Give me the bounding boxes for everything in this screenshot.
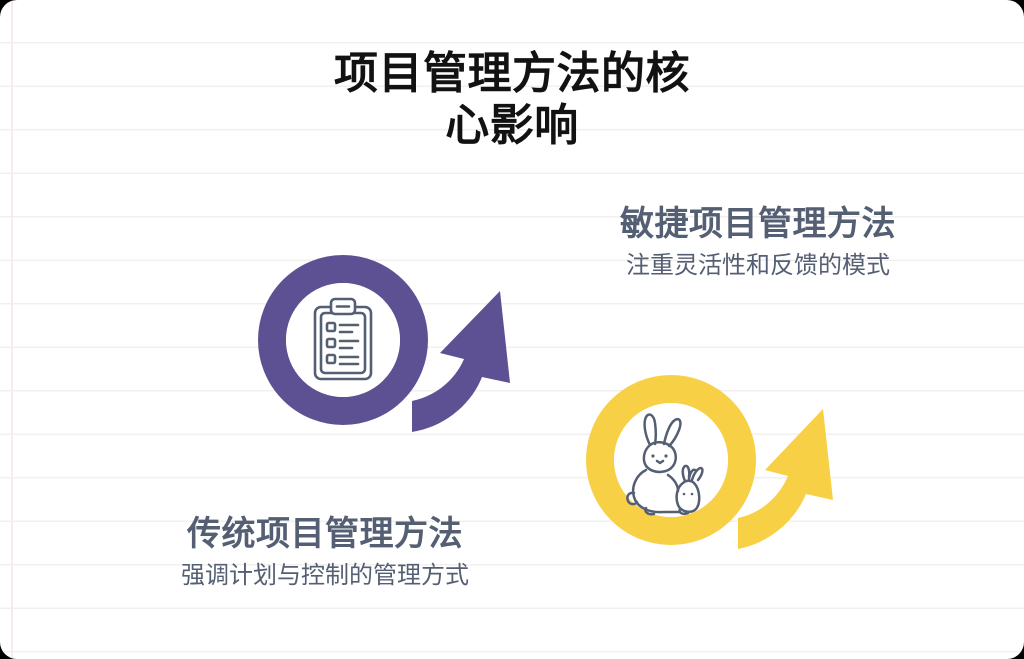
- agile-subtitle: 注重灵活性和反馈的模式: [626, 251, 890, 279]
- agile-heading: 敏捷项目管理方法: [620, 205, 896, 243]
- growth-arrow-icon: [738, 409, 833, 549]
- ring-inner-fill: [614, 403, 728, 517]
- rabbit-icon: [626, 413, 704, 516]
- agile-icon-group: [586, 375, 840, 560]
- page-title-line-2: 心影响: [445, 100, 579, 150]
- accent-ring: [586, 375, 756, 545]
- agile-label-block: 敏捷项目管理方法 注重灵活性和反馈的模式: [578, 203, 938, 281]
- traditional-label-block: 传统项目管理方法 强调计划与控制的管理方式: [140, 513, 510, 591]
- traditional-subtitle: 强调计划与控制的管理方式: [181, 561, 469, 589]
- page-title: 项目管理方法的核 心影响: [0, 48, 1024, 152]
- traditional-icon-group: [258, 255, 530, 445]
- clipboard-checklist-icon: [313, 297, 373, 381]
- accent-ring: [258, 255, 428, 425]
- traditional-heading: 传统项目管理方法: [187, 515, 463, 553]
- growth-arrow-icon: [412, 291, 510, 432]
- page-title-line-1: 项目管理方法的核: [334, 49, 690, 98]
